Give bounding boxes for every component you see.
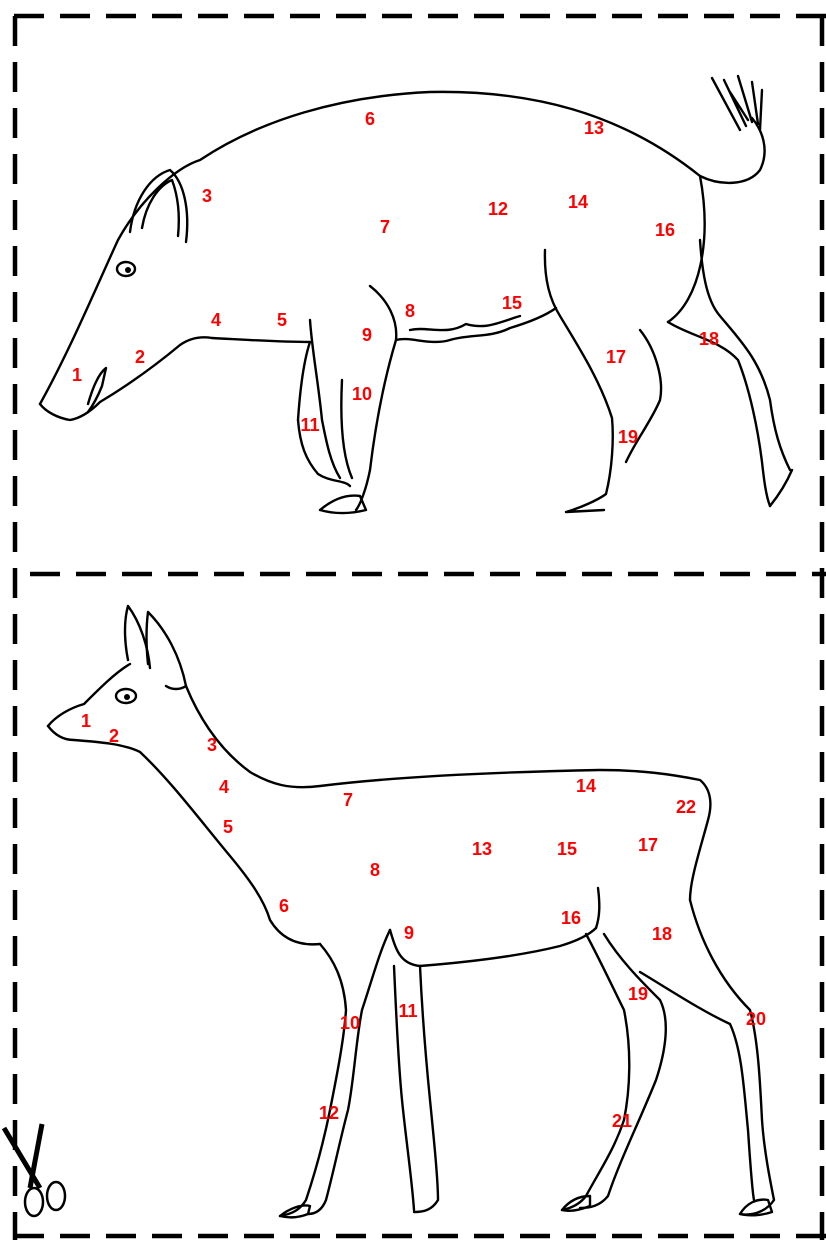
boar-pupil [125,267,131,273]
boar-front-leg-near-back [341,380,352,478]
boar-label-15: 15 [502,293,522,313]
deer-front-leg-near-back [308,930,390,1214]
boar-label-14: 14 [568,192,588,212]
boar-label-6: 6 [365,109,375,129]
deer-label-3: 3 [207,735,217,755]
deer-label-22: 22 [676,797,696,817]
deer-label-15: 15 [557,839,577,859]
boar-front-leg-far-inner [310,320,340,478]
deer-label-16: 16 [561,908,581,928]
deer-label-19: 19 [628,984,648,1004]
boar-throat [212,338,310,420]
deer-label-17: 17 [638,835,658,855]
deer-hind-leg-near-front [580,934,666,1208]
boar-label-13: 13 [584,118,604,138]
deer-label-18: 18 [652,924,672,944]
boar-label-4: 4 [211,310,221,330]
boar-label-5: 5 [277,310,287,330]
boar-label-2: 2 [135,347,145,367]
boar-label-7: 7 [380,217,390,237]
deer-label-13: 13 [472,839,492,859]
deer-ear-front [147,612,187,689]
deer-hind-leg-far-front [640,972,754,1200]
deer-label-14: 14 [576,776,596,796]
deer-label-10: 10 [340,1013,360,1033]
boar-drawing: 1 2 3 4 5 6 7 8 9 10 11 12 13 14 15 16 1… [40,76,792,513]
boar-hind-leg-far-back [668,322,770,506]
deer-label-8: 8 [370,860,380,880]
deer-label-20: 20 [746,1009,766,1029]
deer-label-5: 5 [223,817,233,837]
boar-labels: 1 2 3 4 5 6 7 8 9 10 11 12 13 14 15 16 1… [72,109,719,447]
boar-label-10: 10 [352,384,372,404]
deer-belly [390,928,596,966]
boar-hind-leg-far [700,240,790,470]
deer-hind-leg-far [690,900,774,1214]
deer-label-6: 6 [279,896,289,916]
deer-pupil [124,694,130,700]
boar-label-1: 1 [72,365,82,385]
deer-label-4: 4 [219,777,229,797]
boar-label-3: 3 [202,186,212,206]
deer-label-9: 9 [404,923,414,943]
boar-label-19: 19 [618,427,638,447]
boar-hind-leg-near [545,250,613,512]
deer-label-2: 2 [109,726,119,746]
deer-flank-line [596,888,599,928]
deer-label-7: 7 [343,790,353,810]
boar-tail [700,118,765,183]
boar-label-18: 18 [699,329,719,349]
deer-front-leg-far-back [414,966,438,1212]
deer-drawing: 1 2 3 4 5 6 7 8 9 10 11 12 13 14 15 16 1… [48,606,774,1217]
deer-label-1: 1 [81,711,91,731]
boar-belly-fur [410,316,520,330]
deer-label-12: 12 [319,1103,339,1123]
boar-label-17: 17 [606,347,626,367]
boar-label-16: 16 [655,220,675,240]
scissors-handle-a [25,1188,43,1216]
boar-snout-outline [40,337,212,420]
boar-ear-inner [142,180,179,236]
deer-label-21: 21 [612,1111,632,1131]
boar-label-9: 9 [362,325,372,345]
boar-label-11: 11 [300,415,319,435]
deer-front-leg-near [280,944,346,1216]
deer-label-11: 11 [398,1001,417,1021]
boar-label-12: 12 [488,199,508,219]
boar-hind-hoof-far [770,470,792,506]
scissors-handle-b [47,1182,65,1210]
deer-neck-back [186,686,710,900]
boar-label-8: 8 [405,301,415,321]
